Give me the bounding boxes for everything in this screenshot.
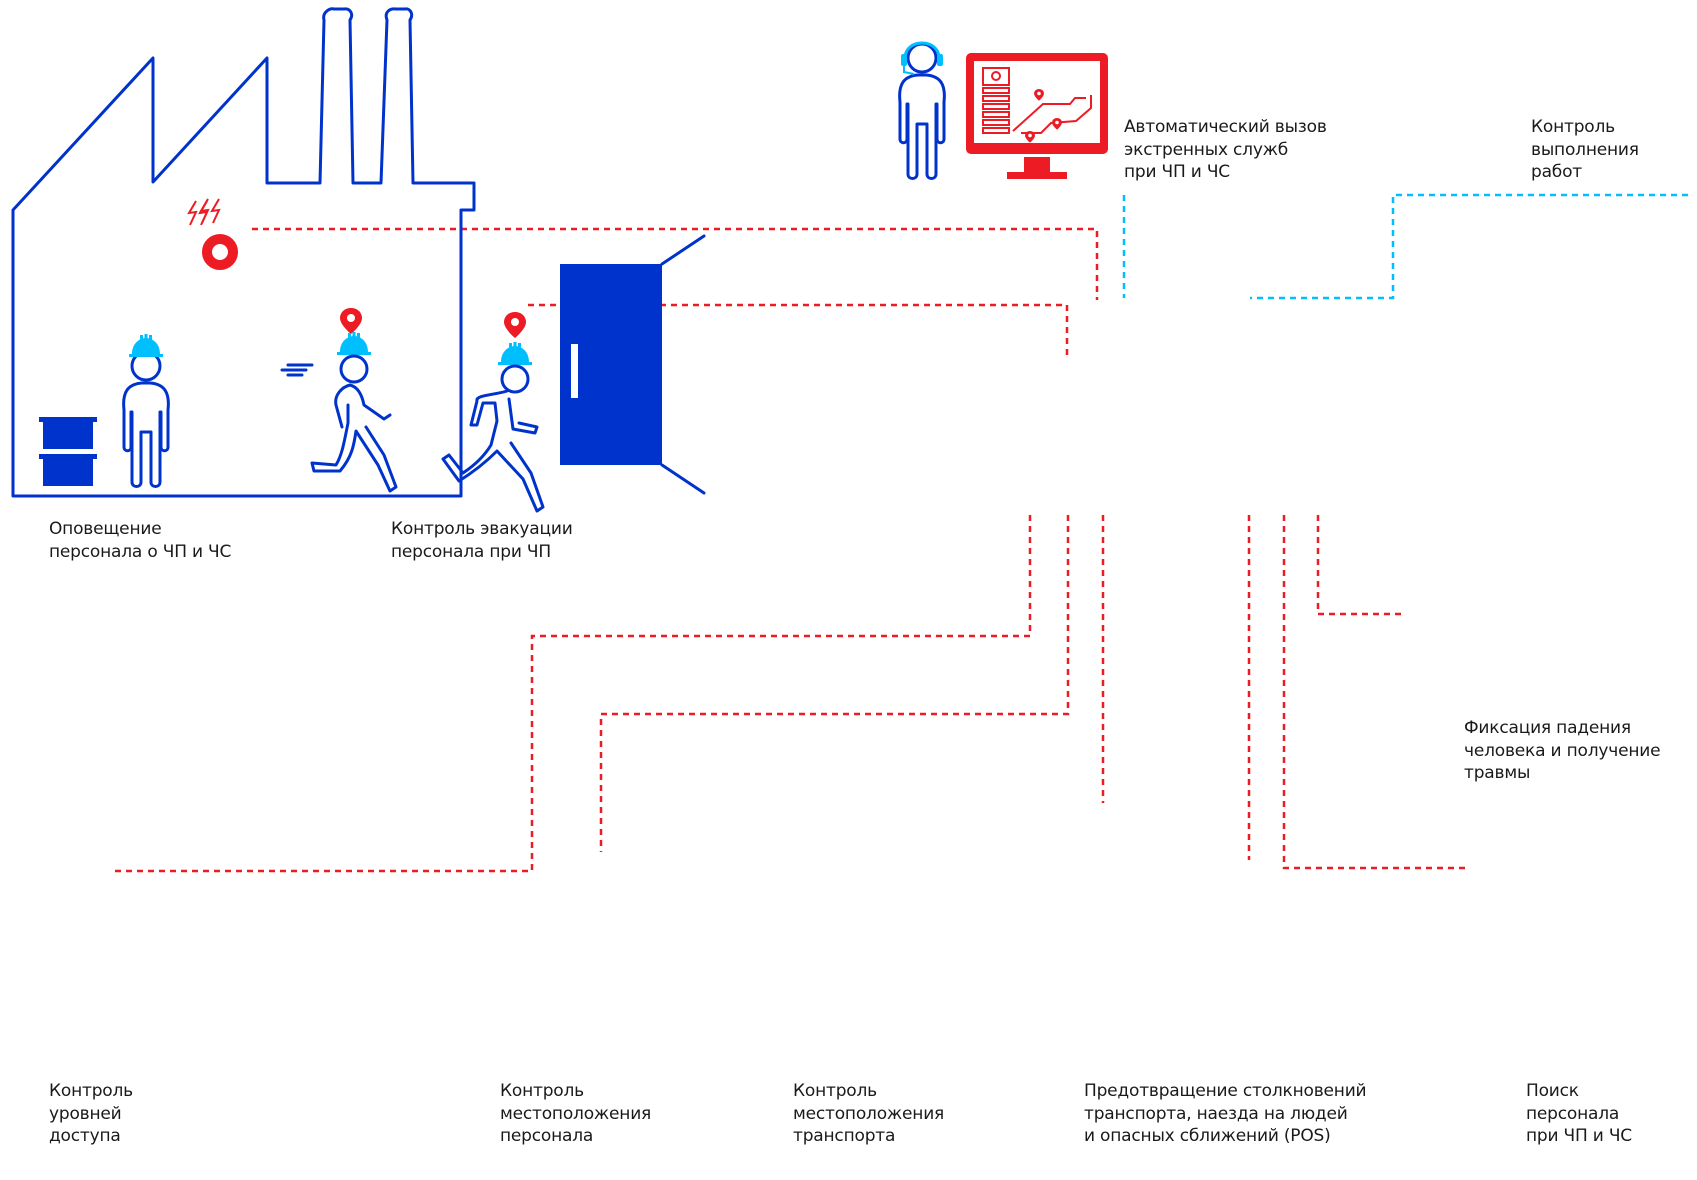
monitor-map-icon: [966, 53, 1108, 179]
factory-building-icon: [11, 7, 476, 498]
connector-evacuation: [528, 303, 1069, 355]
evacuation-door-icon: [560, 234, 706, 495]
connector-personnel-search: [1282, 515, 1467, 870]
label-notification: Оповещение персонала о ЧП и ЧС: [49, 519, 232, 562]
label-vehicle-location: Контроль местоположения транспорта: [793, 1081, 945, 1146]
label-personnel-location: Контроль местоположения персонала: [500, 1081, 652, 1146]
connector-alarm: [252, 227, 1099, 300]
running-worker-icon: [280, 308, 398, 493]
label-work-control: Контроль выполнения работ: [1531, 117, 1639, 182]
running-worker-icon: [441, 312, 545, 513]
label-personnel-search: Поиск персонала при ЧП и ЧС: [1526, 1081, 1632, 1146]
label-emergency-call: Автоматический вызов экстренных служб пр…: [1124, 117, 1327, 182]
headset-operator-icon: [898, 41, 946, 180]
alarm-siren-icon: [188, 198, 238, 270]
worker-icon: [122, 334, 170, 488]
label-access-control: Контроль уровней доступа: [49, 1081, 133, 1146]
connector-personnel-location: [599, 515, 1070, 852]
label-collision-prevention: Предотвращение столкновений транспорта, …: [1084, 1081, 1367, 1146]
connector-access-control: [110, 515, 1032, 873]
label-evacuation: Контроль эвакуации персонала при ЧП: [391, 519, 573, 562]
connector-fall-detection: [1316, 515, 1406, 616]
connector-work-control: [1250, 193, 1688, 300]
connector-lines: [110, 193, 1688, 873]
label-fall-detection: Фиксация падения человека и получение тр…: [1464, 718, 1661, 783]
barrel-stack: [39, 417, 97, 486]
